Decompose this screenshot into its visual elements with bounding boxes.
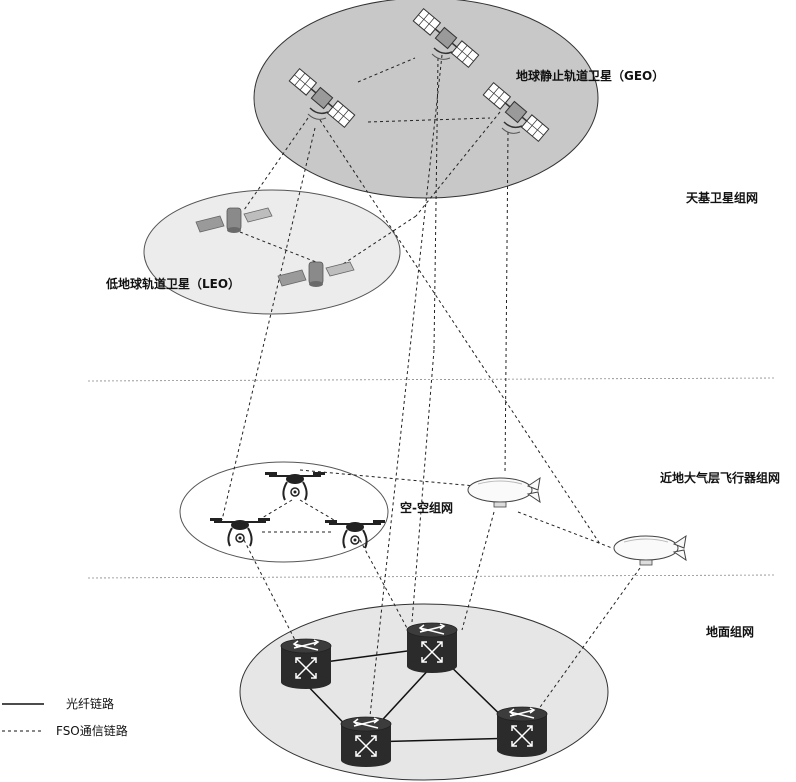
air-air-region [179, 461, 389, 563]
fso-links [221, 54, 641, 717]
space-net-label: 天基卫星组网 [686, 190, 758, 205]
separator-space-air [87, 377, 776, 382]
airship-icon [613, 535, 687, 566]
legend: 光纤链路 FSO通信链路 [2, 696, 128, 738]
separator-air-ground [87, 574, 776, 579]
router-icon [340, 716, 392, 768]
router-icon [280, 638, 332, 690]
geo-label: 地球静止轨道卫星（GEO） [516, 68, 664, 83]
legend-fiber-label: 光纤链路 [66, 696, 114, 711]
near-space-label: 近地大气层飞行器组网 [660, 470, 780, 485]
leo-label: 低地球轨道卫星（LEO） [105, 276, 240, 291]
router-icon [406, 622, 458, 674]
leo-region [143, 189, 401, 315]
geo-region [253, 0, 599, 199]
ground-label: 地面组网 [706, 624, 754, 639]
air-air-label: 空-空组网 [400, 500, 453, 515]
legend-fso-label: FSO通信链路 [56, 723, 128, 738]
router-icon [496, 706, 548, 758]
airship-icon [467, 477, 541, 508]
